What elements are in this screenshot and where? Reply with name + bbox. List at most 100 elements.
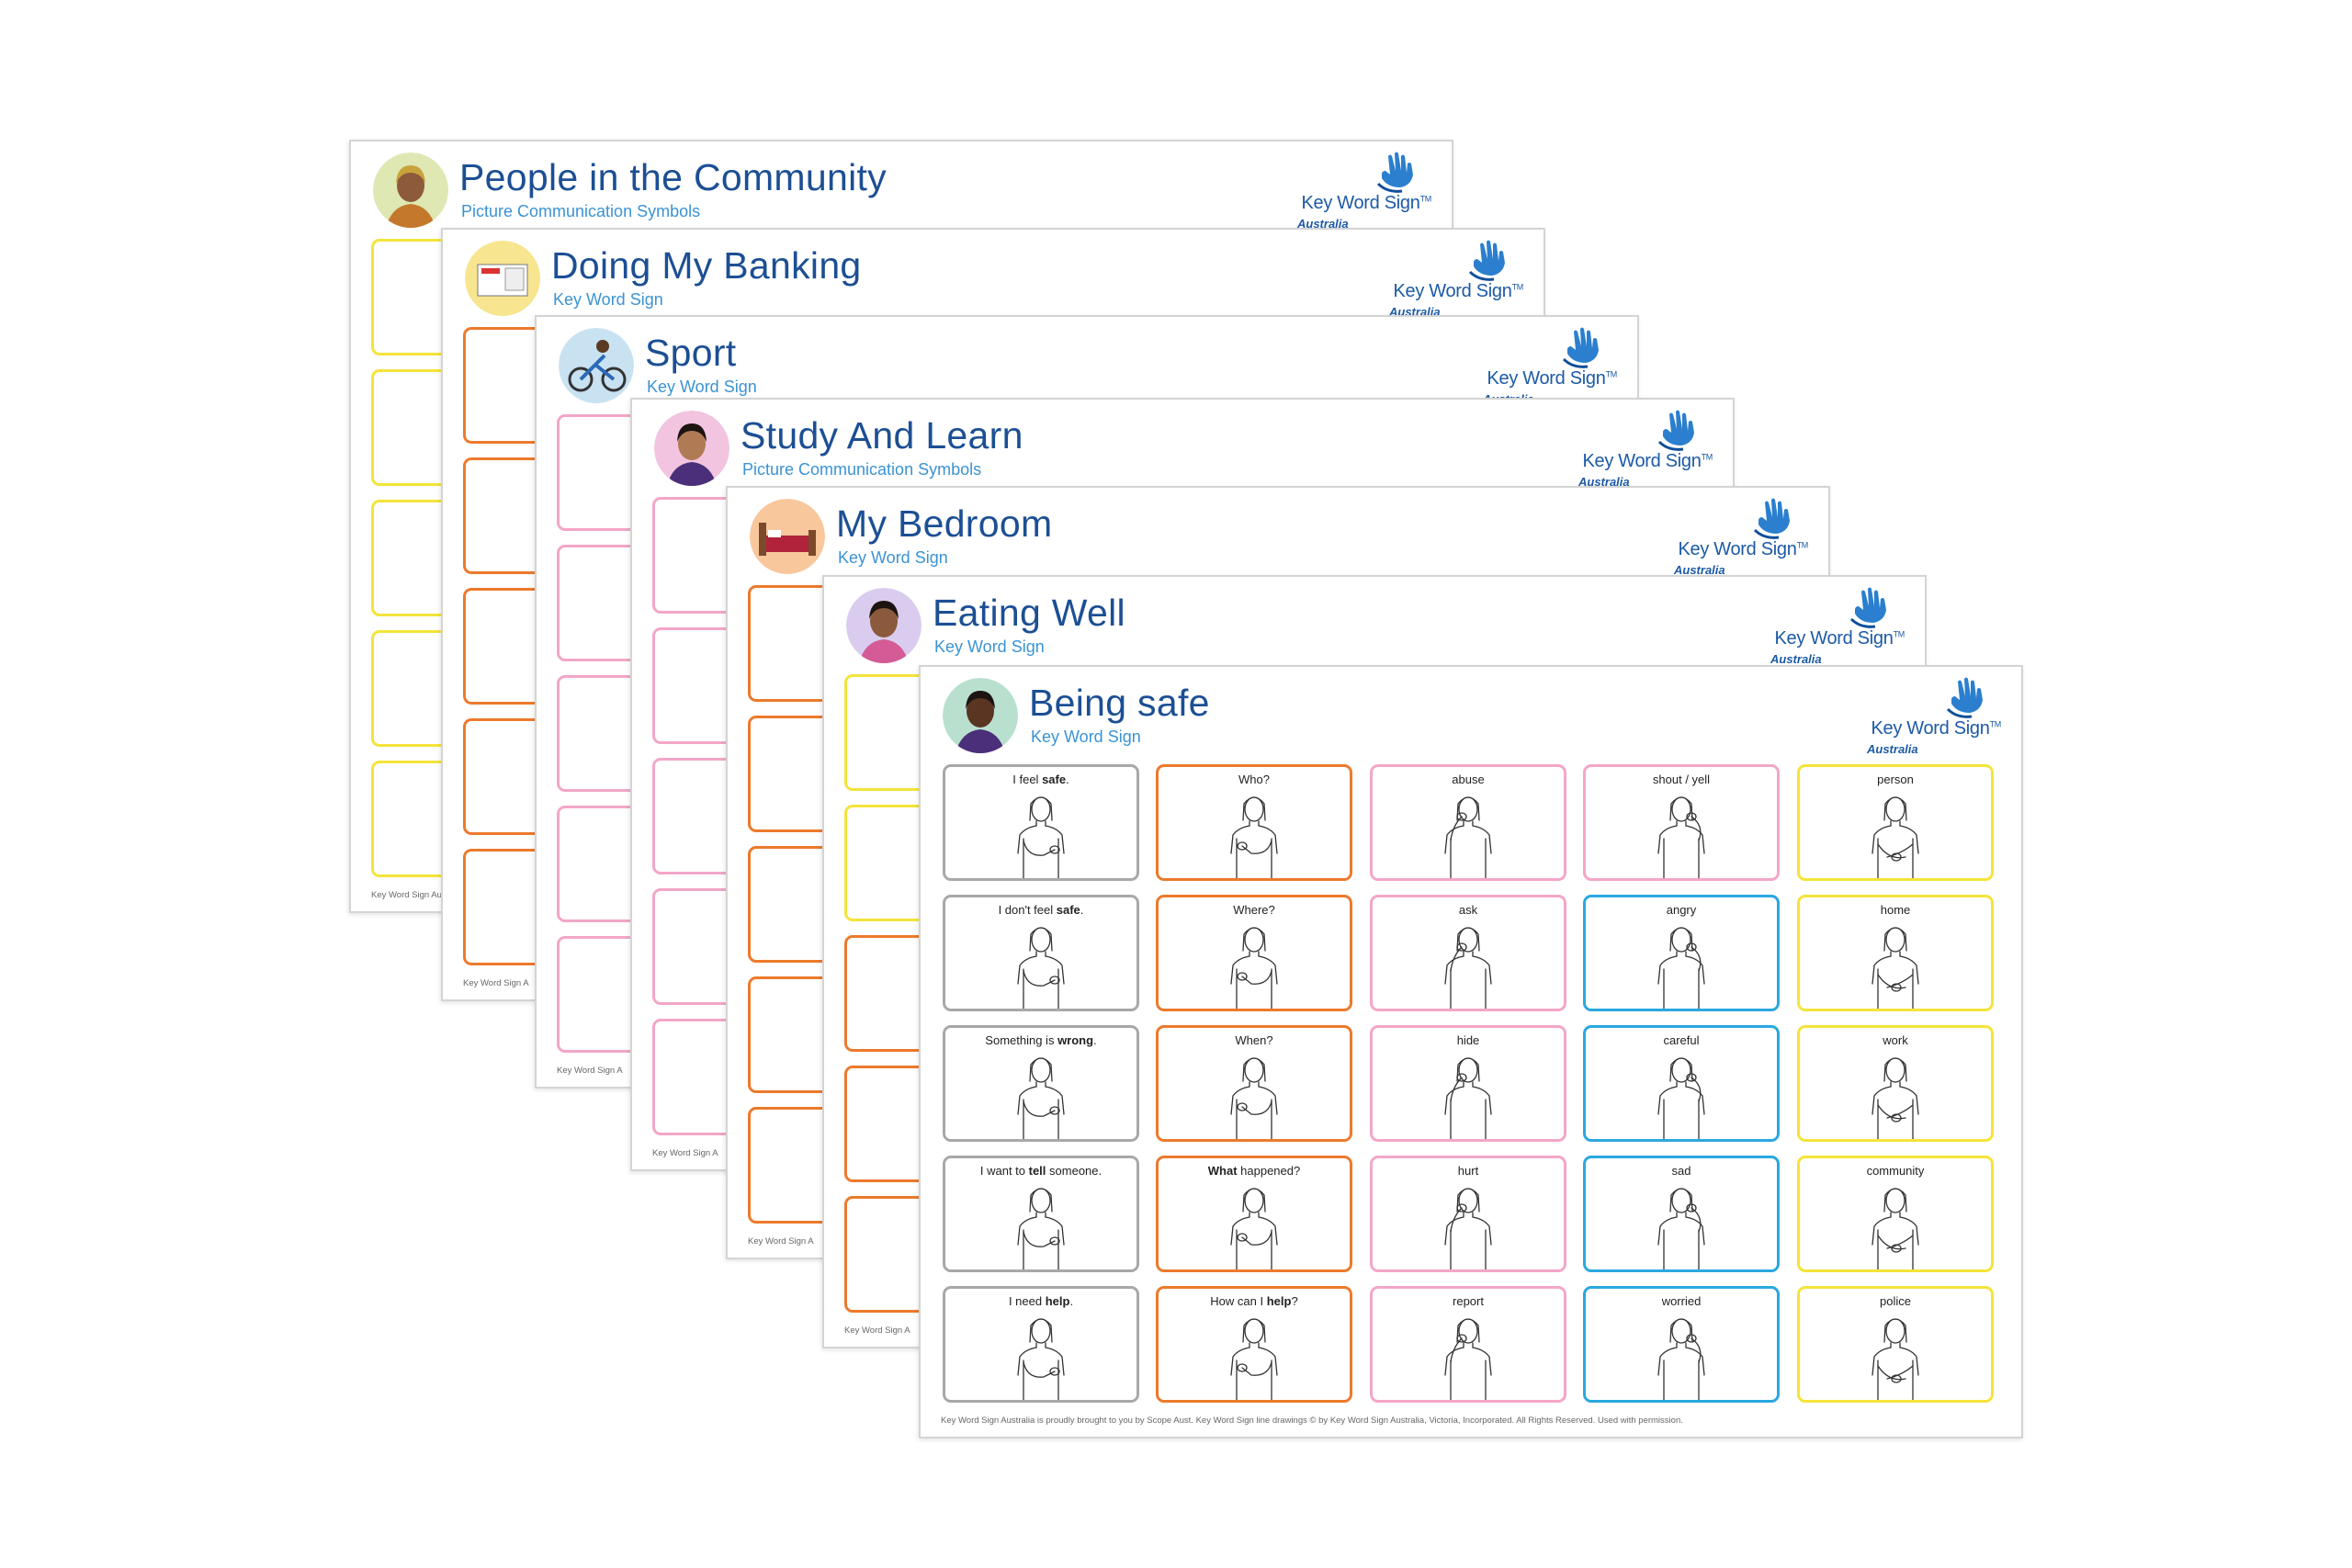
trademark-mark: TM xyxy=(1511,282,1524,292)
sign-card[interactable]: person xyxy=(1797,764,1994,881)
label-text: Where? xyxy=(1233,903,1275,917)
signer-drawing xyxy=(1204,1180,1305,1269)
logo-text: Key Word SignTM xyxy=(1582,451,1713,472)
logo-text: Key Word SignTM xyxy=(1678,539,1808,560)
sign-card[interactable]: work xyxy=(1797,1025,1994,1142)
trademark-mark: TM xyxy=(1989,719,2002,729)
signer-drawing xyxy=(1418,1311,1519,1400)
label-text: police xyxy=(1880,1294,1911,1308)
logo-region: Australia xyxy=(1297,217,1349,231)
sheet-footer: Key Word Sign Au xyxy=(371,890,442,900)
sign-card[interactable]: abuse xyxy=(1370,764,1566,881)
sheet-footer: Key Word Sign Australia is proudly broug… xyxy=(941,1416,1683,1426)
sign-card[interactable]: report xyxy=(1370,1286,1566,1403)
sign-card-label: Where? xyxy=(1159,903,1350,917)
sign-card-label: abuse xyxy=(1373,773,1564,786)
student-desk-avatar xyxy=(654,411,729,486)
sign-card[interactable]: shout / yell xyxy=(1583,764,1780,881)
logo-name: Key Word Sign xyxy=(1301,193,1420,213)
sign-card[interactable]: How can I help? xyxy=(1156,1286,1352,1403)
hand-icon xyxy=(1560,326,1602,368)
signer-drawing xyxy=(990,1050,1091,1139)
signer-drawing xyxy=(1204,919,1305,1009)
label-text: I need xyxy=(1008,1294,1046,1308)
sign-card-label: When? xyxy=(1159,1033,1350,1047)
sign-card[interactable]: sad xyxy=(1583,1156,1780,1272)
sign-card[interactable]: I feel safe. xyxy=(943,764,1139,881)
signer-drawing xyxy=(1418,1050,1519,1139)
sign-card-label: worried xyxy=(1586,1294,1777,1308)
signer-drawing xyxy=(1204,1311,1305,1400)
sign-card[interactable]: worried xyxy=(1583,1286,1780,1403)
sheet-title: People in the Community xyxy=(459,156,887,198)
logo-name: Key Word Sign xyxy=(1774,628,1894,649)
bed-avatar xyxy=(750,499,825,574)
logo-name: Key Word Sign xyxy=(1487,368,1606,389)
logo-text: Key Word SignTM xyxy=(1393,281,1523,302)
label-text: community xyxy=(1866,1164,1925,1178)
sign-card[interactable]: Where? xyxy=(1156,895,1352,1011)
label-keyword: tell xyxy=(1028,1164,1046,1178)
label-keyword: safe xyxy=(1056,903,1080,917)
logo-region: Australia xyxy=(1867,742,1918,756)
trademark-mark: TM xyxy=(1605,369,1618,379)
sign-card[interactable]: I need help. xyxy=(943,1286,1139,1403)
signer-drawing xyxy=(1418,789,1519,878)
sign-card[interactable]: I don't feel safe. xyxy=(943,895,1139,1011)
bank-documents-avatar xyxy=(465,241,540,316)
label-text-end: . xyxy=(1080,903,1084,917)
label-text: I feel xyxy=(1012,773,1043,786)
sheet-footer: Key Word Sign A xyxy=(557,1066,623,1076)
label-text-end: . xyxy=(1093,1033,1097,1047)
sheet-footer: Key Word Sign A xyxy=(844,1325,910,1336)
signer-drawing xyxy=(1418,919,1519,1009)
signer-drawing xyxy=(1418,1180,1519,1269)
label-text: ask xyxy=(1458,903,1478,917)
sheet-title: Eating Well xyxy=(933,592,1125,634)
sign-card[interactable]: Who? xyxy=(1156,764,1352,881)
sign-card[interactable]: home xyxy=(1797,895,1994,1011)
signer-drawing xyxy=(1631,1180,1732,1269)
sign-card[interactable]: I want to tell someone. xyxy=(943,1156,1139,1272)
sheet-footer: Key Word Sign A xyxy=(748,1236,814,1247)
sign-card[interactable]: What happened? xyxy=(1156,1156,1352,1272)
cyclist-avatar xyxy=(559,328,634,403)
sign-card[interactable]: When? xyxy=(1156,1025,1352,1142)
sheet-subtitle: Key Word Sign xyxy=(553,290,663,309)
label-text: careful xyxy=(1663,1033,1700,1047)
sheet-subtitle: Key Word Sign xyxy=(934,637,1045,656)
label-keyword: help xyxy=(1266,1294,1292,1308)
sign-card-label: careful xyxy=(1586,1033,1777,1047)
sheet-title: Being safe xyxy=(1029,682,1210,724)
sign-card-label: hide xyxy=(1373,1033,1564,1047)
sign-card[interactable]: careful xyxy=(1583,1025,1780,1142)
trademark-mark: TM xyxy=(1893,629,1905,639)
logo-text: Key Word SignTM xyxy=(1871,718,2001,739)
signer-drawing xyxy=(1845,789,1946,878)
sign-card-label: community xyxy=(1800,1164,1991,1178)
sign-card-label: work xyxy=(1800,1033,1991,1047)
sign-card[interactable]: hide xyxy=(1370,1025,1566,1142)
sign-card[interactable]: angry xyxy=(1583,895,1780,1011)
signer-drawing xyxy=(1845,1050,1946,1139)
label-text-end: someone. xyxy=(1046,1164,1102,1178)
key-word-sign-logo: Key Word SignTM Australia xyxy=(1863,676,2001,759)
sign-card-label: Who? xyxy=(1159,773,1350,786)
signer-drawing xyxy=(1631,1311,1732,1400)
sheet-title: Study And Learn xyxy=(741,414,1023,457)
sign-card[interactable]: hurt xyxy=(1370,1156,1566,1272)
sign-card[interactable]: ask xyxy=(1370,895,1566,1011)
sign-card[interactable]: police xyxy=(1797,1286,1994,1403)
logo-name: Key Word Sign xyxy=(1871,718,1990,739)
sheet-subtitle: Picture Communication Symbols xyxy=(742,460,982,479)
sign-card[interactable]: Something is wrong. xyxy=(943,1025,1139,1142)
sign-card[interactable]: community xyxy=(1797,1156,1994,1272)
sign-card-label: angry xyxy=(1586,903,1777,917)
signer-drawing xyxy=(990,789,1091,878)
sheet-title: My Bedroom xyxy=(836,502,1053,545)
